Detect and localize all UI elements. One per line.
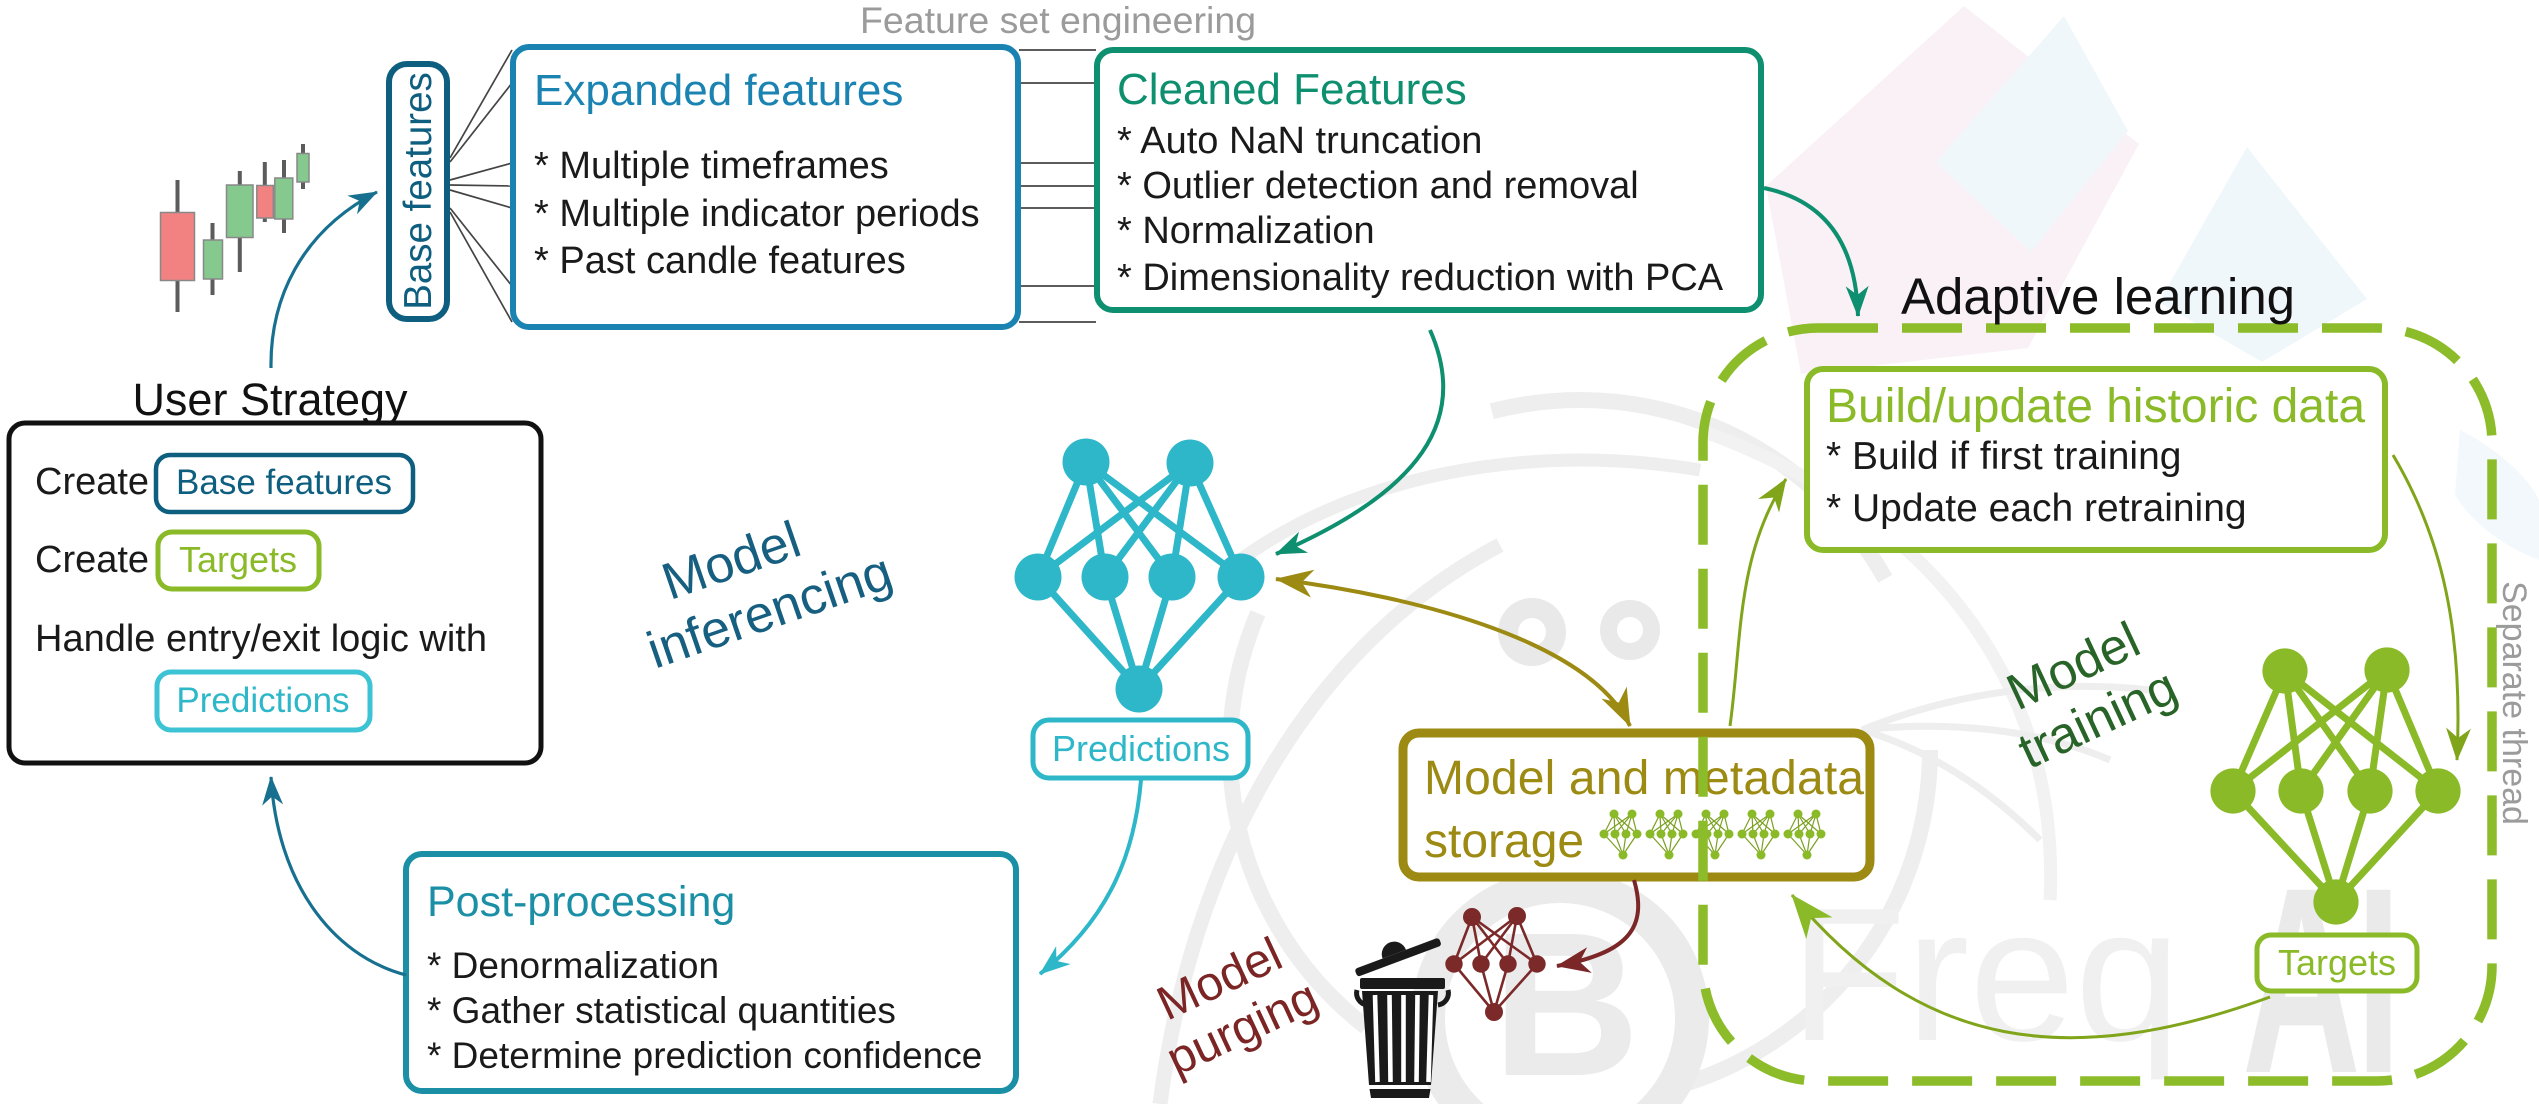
svg-text:* Gather statistical quantiti: * Gather statistical quantities	[427, 990, 896, 1031]
svg-text:Separate thread: Separate thread	[2495, 581, 2533, 825]
svg-text:Predictions: Predictions	[176, 681, 349, 720]
svg-text:Model and metadata: Model and metadata	[1424, 752, 1864, 805]
svg-text:Expanded features: Expanded features	[534, 66, 903, 115]
svg-text:* Dimensionality reduction wi: * Dimensionality reduction with PCA	[1117, 257, 1724, 299]
svg-text:Create: Create	[35, 461, 149, 503]
svg-text:Adaptive learning: Adaptive learning	[1901, 268, 2295, 325]
svg-text:Cleaned Features: Cleaned Features	[1117, 65, 1467, 114]
svg-text:* Denormalization: * Denormalization	[427, 945, 719, 986]
svg-text:User Strategy: User Strategy	[132, 374, 408, 425]
svg-text:Predictions: Predictions	[1052, 728, 1230, 769]
svg-text:* Build if first training: * Build if first training	[1826, 435, 2181, 478]
svg-text:* Auto NaN truncation: * Auto NaN truncation	[1117, 120, 1482, 162]
svg-text:storage: storage	[1424, 815, 1584, 868]
svg-text:* Determine prediction confid: * Determine prediction confidence	[427, 1035, 982, 1076]
svg-text:* Normalization: * Normalization	[1117, 210, 1375, 252]
svg-text:B: B	[1492, 890, 1640, 1104]
svg-text:* Multiple indicator periods: * Multiple indicator periods	[534, 193, 980, 235]
svg-text:Feature set engineering: Feature set engineering	[860, 0, 1256, 41]
svg-text:Targets: Targets	[179, 539, 297, 580]
svg-text:* Outlier detection and remov: * Outlier detection and removal	[1117, 165, 1639, 207]
svg-text:Base features: Base features	[176, 463, 392, 502]
svg-text:Targets: Targets	[2278, 942, 2396, 983]
svg-text:Base features: Base features	[397, 72, 440, 310]
svg-text:* Past candle features: * Past candle features	[534, 240, 906, 282]
svg-text:Freq: Freq	[1790, 869, 2181, 1081]
svg-text:Post-processing: Post-processing	[427, 878, 735, 926]
svg-text:Handle entry/exit logic with: Handle entry/exit logic with	[35, 618, 487, 660]
svg-text:Create: Create	[35, 539, 149, 581]
svg-text:Build/update historic data: Build/update historic data	[1826, 380, 2365, 433]
svg-text:* Update each retraining: * Update each retraining	[1826, 487, 2247, 530]
svg-text:* Multiple timeframes: * Multiple timeframes	[534, 145, 889, 187]
